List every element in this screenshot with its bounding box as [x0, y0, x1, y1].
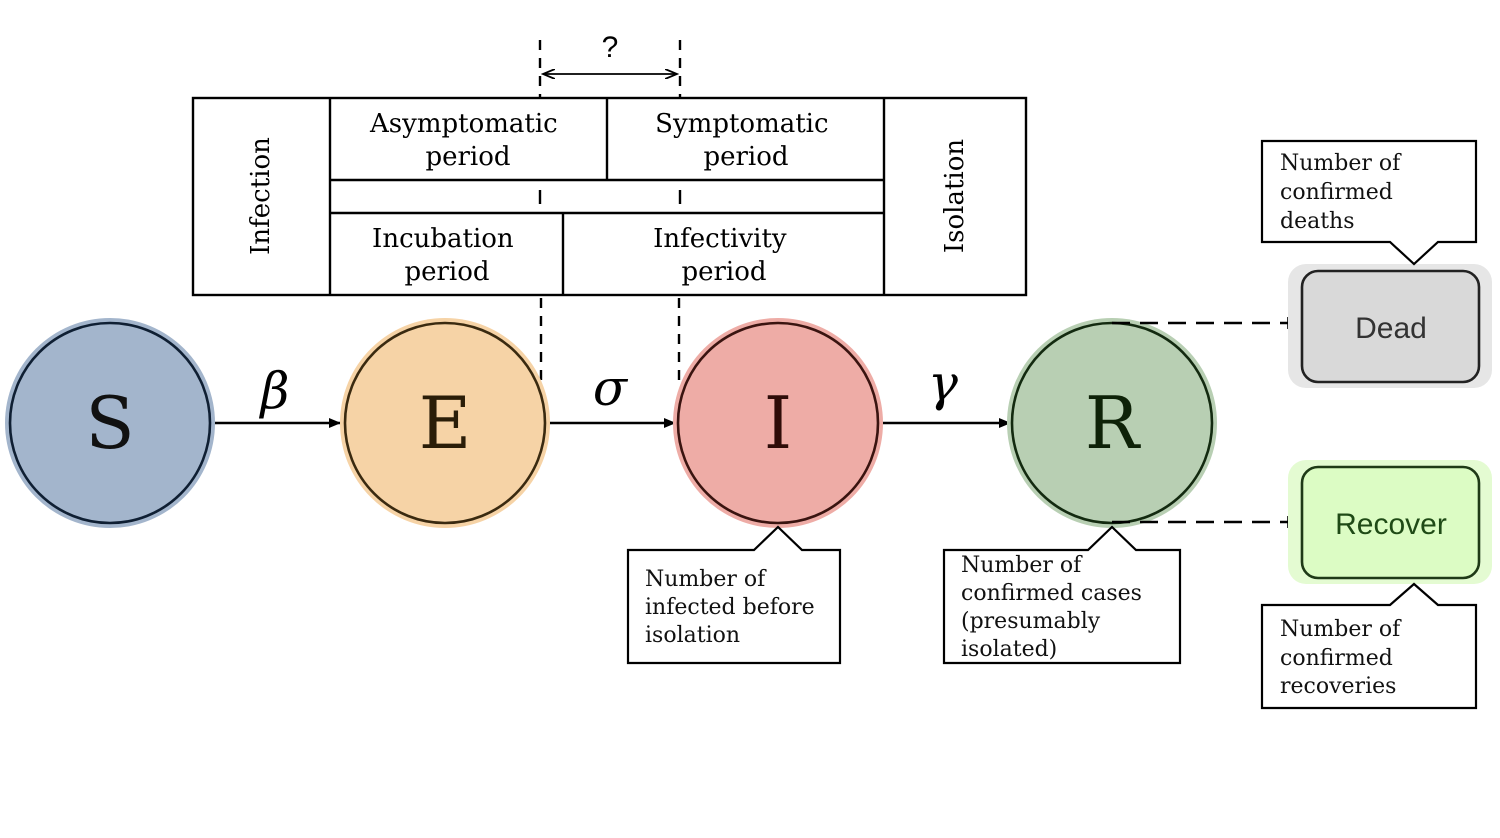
dead-box: Dead: [1288, 264, 1492, 388]
infected-callout: Number of infected before isolation: [626, 525, 842, 665]
node-s-label: S: [85, 381, 134, 465]
infection-label: Infection: [246, 137, 276, 255]
asymptomatic-period-label: Asymptomatic period: [369, 109, 566, 172]
svg-text:Number of confirmed: Number of confirmed deaths: [1280, 151, 1407, 234]
deaths-callout: Number of confirmed deaths: [1260, 139, 1478, 266]
recover-box: Recover: [1288, 460, 1492, 584]
isolation-label: Isolation: [940, 139, 970, 254]
beta-rate: β: [259, 362, 290, 420]
node-r: R: [1007, 318, 1217, 528]
node-r-label: R: [1085, 381, 1141, 465]
node-e-label: E: [419, 381, 472, 465]
unknown-interval: ?: [538, 31, 682, 98]
node-e: E: [340, 318, 550, 528]
gamma-rate: γ: [928, 354, 958, 412]
symptomatic-period-label: Symptomatic period: [655, 109, 837, 172]
timeline-table: Infection Isolation Asymptomatic period …: [191, 96, 1028, 297]
infectivity-period-label: Infectivity period: [653, 224, 795, 287]
sigma-rate: σ: [593, 359, 629, 417]
node-i-label: I: [764, 381, 792, 465]
node-i: I: [673, 318, 883, 528]
recoveries-callout: Number of confirmed recoveries: [1260, 582, 1478, 710]
svg-text:Number of infected befor: Number of infected before isolation: [645, 567, 822, 648]
incubation-period-label: Incubation period: [372, 224, 522, 287]
svg-text:Number of confirmed case: Number of confirmed cases (presumably is…: [961, 553, 1149, 662]
recover-label: Recover: [1335, 508, 1447, 541]
svg-text:Number of confirmed: Number of confirmed recoveries: [1280, 617, 1407, 699]
unknown-interval-label: ?: [602, 31, 619, 64]
node-s: S: [5, 318, 215, 528]
dead-label: Dead: [1355, 312, 1427, 345]
confirmed-cases-callout: Number of confirmed cases (presumably is…: [942, 525, 1182, 665]
